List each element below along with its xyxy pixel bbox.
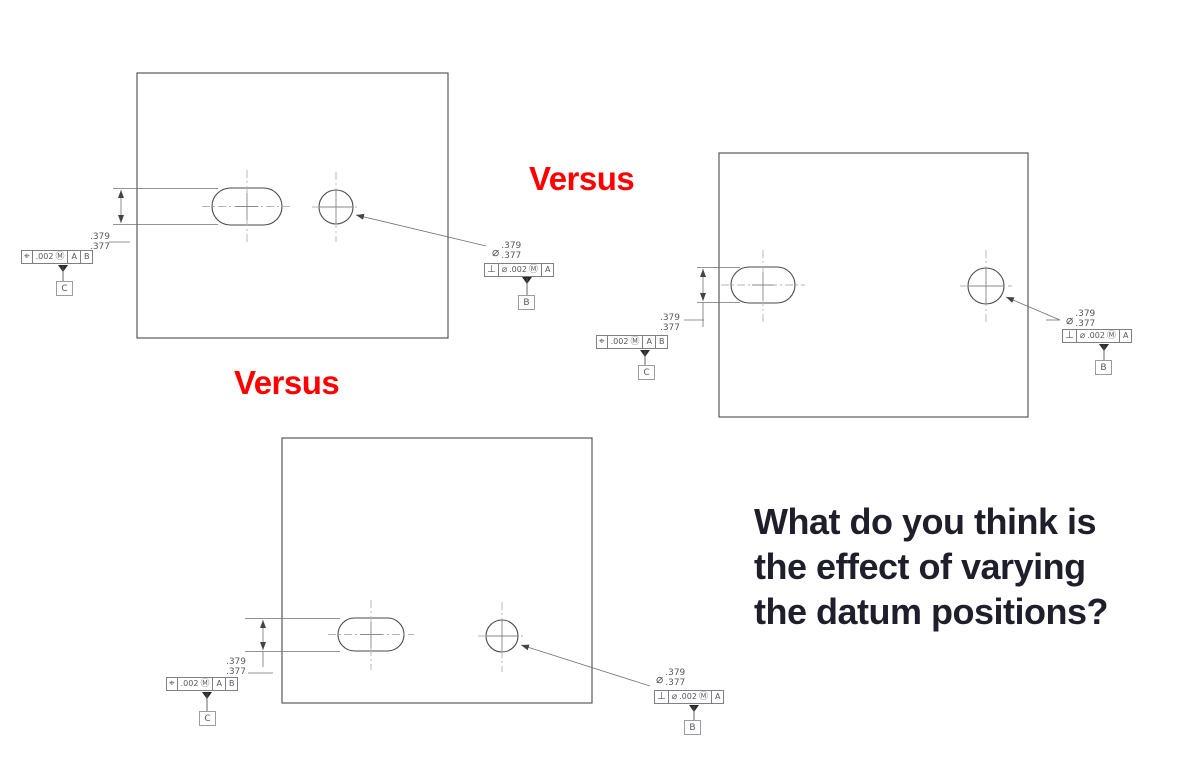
d1-datum-label-c: C (56, 281, 73, 296)
part-outline (281, 437, 593, 704)
dim-lower: .377 (665, 678, 686, 688)
mmc-modifier-icon: Ⓜ (200, 679, 210, 689)
datum-ref-a: A (710, 691, 723, 703)
question-text: What do you think is the effect of varyi… (754, 499, 1174, 634)
tolerance-value: .002 (679, 692, 697, 701)
d1-hole-dim: ⌀ .379 .377 (492, 241, 521, 261)
d3-datum-label-b: B (684, 720, 701, 735)
d3-hole-dim: ⌀ .379 .377 (656, 668, 685, 688)
part-outline (136, 72, 449, 339)
tolerance-value: .002 (35, 252, 54, 261)
datum-ref-a: A (212, 678, 224, 690)
dim-lower: .377 (501, 251, 522, 261)
versus-label-top: Versus (529, 160, 635, 197)
mmc-modifier-icon: Ⓜ (698, 692, 708, 702)
perpendicularity-symbol-icon: ⊥ (487, 264, 496, 275)
tolerance-value: .002 (509, 265, 527, 274)
d2-datum-label-c: C (638, 365, 655, 380)
hole-leader-line (1005, 296, 1061, 321)
question-line-1: What do you think is (754, 501, 1096, 542)
diameter-symbol-icon: ⌀ (1079, 331, 1086, 341)
mmc-modifier-icon: Ⓜ (1106, 331, 1116, 341)
dim-upper: .379 (225, 657, 246, 667)
position-symbol-icon: ⌖ (599, 336, 605, 347)
position-symbol-icon: ⌖ (169, 678, 175, 689)
diameter-symbol-icon: ⌀ (671, 692, 678, 702)
dim-upper: .379 (665, 668, 686, 678)
mmc-modifier-icon: Ⓜ (630, 337, 640, 347)
dim-upper: .379 (659, 313, 680, 323)
datum-ref-a: A (67, 251, 79, 263)
dim-lower: .377 (1075, 319, 1096, 329)
d2-hole-dim: ⌀ .379 .377 (1066, 309, 1095, 329)
d3-datum-label-c: C (199, 711, 216, 726)
datum-ref-a: A (540, 264, 553, 276)
question-line-2: the effect of varying (754, 546, 1086, 587)
centerlines-top-right (721, 250, 1012, 322)
d2-slot-width-dim: .379 .377 (650, 313, 680, 333)
dim-upper: .379 (89, 232, 110, 242)
d1-slot-width-dim: .379 .377 (80, 232, 110, 252)
perpendicularity-symbol-icon: ⊥ (657, 691, 666, 702)
d1-datum-label-b: B (518, 295, 535, 310)
centerlines-top-left (202, 170, 360, 243)
question-line-3: the datum positions? (754, 591, 1109, 632)
tolerance-value: .002 (610, 337, 629, 346)
position-symbol-icon: ⌖ (24, 251, 30, 262)
hole-leader-line (520, 644, 651, 687)
dimension-lines-top-left (109, 188, 487, 247)
part-view-top-left (136, 72, 449, 339)
datum-leaders-bottom (202, 692, 699, 720)
datum-ref-b: B (224, 678, 238, 690)
dim-lower: .377 (89, 242, 110, 252)
diameter-symbol-icon: ⌀ (656, 672, 664, 686)
datum-ref-a: A (1118, 330, 1131, 342)
versus-label-middle: Versus (234, 364, 340, 401)
diameter-symbol-icon: ⌀ (492, 245, 500, 259)
part-outline (718, 152, 1029, 418)
hole-leader-line (355, 213, 487, 247)
dim-lower: .377 (225, 667, 246, 677)
tolerance-value: .002 (1087, 331, 1105, 340)
datum-leaders-top-right (640, 344, 1109, 365)
dimension-lines-bottom (245, 618, 651, 687)
dim-lower: .377 (659, 323, 680, 333)
datum-ref-a: A (642, 336, 654, 348)
datum-ref-b: B (654, 336, 668, 348)
mmc-modifier-icon: Ⓜ (55, 252, 65, 262)
d2-datum-label-b: B (1095, 360, 1112, 375)
dim-upper: .379 (501, 241, 522, 251)
d3-slot-width-dim: .379 .377 (216, 657, 246, 677)
part-view-bottom (281, 437, 593, 704)
datum-leaders-top-left (58, 265, 532, 295)
perpendicularity-symbol-icon: ⊥ (1065, 330, 1074, 341)
tolerance-value: .002 (180, 679, 199, 688)
dimension-lines-top-right (684, 267, 1061, 327)
diameter-symbol-icon: ⌀ (501, 265, 508, 275)
diameter-symbol-icon: ⌀ (1066, 313, 1074, 327)
centerlines-bottom (328, 600, 526, 672)
mmc-modifier-icon: Ⓜ (528, 265, 538, 275)
dim-upper: .379 (1075, 309, 1096, 319)
datum-ref-b: B (79, 251, 93, 263)
